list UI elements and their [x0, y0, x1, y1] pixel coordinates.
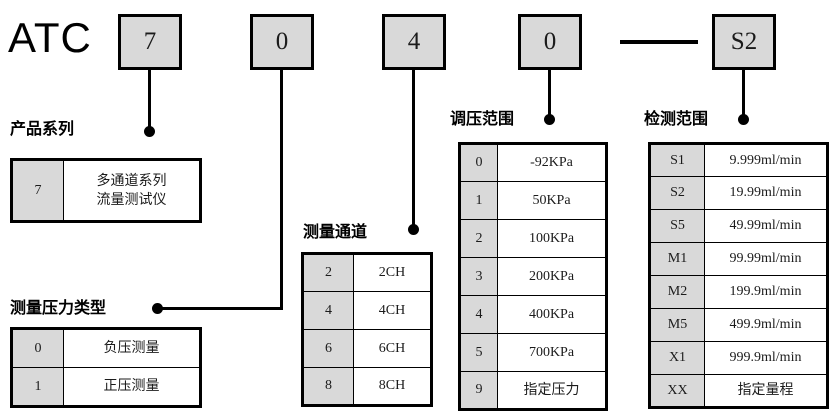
table-row: X1 999.9ml/min — [649, 341, 828, 375]
cell-code: 7 — [11, 159, 64, 222]
table-detection-range: S1 9.999ml/min S2 19.99ml/min S5 49.99ml… — [648, 142, 829, 409]
cell-value-line2: 流量测试仪 — [96, 191, 167, 208]
table-row: 8 8CH — [302, 367, 432, 406]
connector-dot-channel — [408, 224, 419, 235]
label-pressure-type: 测量压力类型 — [10, 298, 107, 317]
label-detection-range: 检测范围 — [644, 109, 709, 128]
cell-value: 正压测量 — [63, 367, 201, 407]
cell-code: 8 — [302, 367, 354, 406]
cell-value: 199.9ml/min — [704, 275, 828, 309]
cell-code: M1 — [649, 242, 705, 276]
cell-code: XX — [649, 374, 705, 408]
cell-value: 49.99ml/min — [704, 209, 828, 243]
cell-code: S1 — [649, 143, 705, 177]
table-row: S5 49.99ml/min — [649, 209, 828, 243]
cell-code: X1 — [649, 341, 705, 375]
separator-dash — [620, 40, 698, 44]
code-box-measure-channel[interactable]: 4 — [382, 14, 446, 70]
table-row: S1 9.999ml/min — [649, 143, 828, 177]
cell-code: 9 — [459, 371, 498, 410]
cell-value: 400KPa — [497, 295, 607, 334]
cell-value: 50KPa — [497, 181, 607, 220]
connector-dot-pressure-range — [544, 114, 555, 125]
cell-code: 4 — [302, 291, 354, 330]
table-pressure-range: 0 -92KPa 1 50KPa 2 100KPa 3 200KPa 4 400… — [458, 142, 608, 411]
table-row: 6 6CH — [302, 329, 432, 368]
table-row: 1 正压测量 — [11, 367, 201, 407]
connector-line-detection-range — [742, 70, 745, 120]
table-measure-channel: 2 2CH 4 4CH 6 6CH 8 8CH — [301, 252, 433, 407]
cell-value: 6CH — [353, 329, 432, 368]
cell-value: 499.9ml/min — [704, 308, 828, 342]
cell-value: -92KPa — [497, 143, 607, 182]
code-box-pressure-type[interactable]: 0 — [250, 14, 314, 70]
cell-code: 4 — [459, 295, 498, 334]
table-row: 4 400KPa — [459, 295, 607, 334]
connector-dot-pressure-type — [152, 303, 163, 314]
cell-code: 0 — [11, 328, 64, 368]
table-row: 1 50KPa — [459, 181, 607, 220]
table-row: S2 19.99ml/min — [649, 176, 828, 210]
table-row: 9 指定压力 — [459, 371, 607, 410]
label-pressure-range: 调压范围 — [450, 109, 515, 128]
cell-value: 9.999ml/min — [704, 143, 828, 177]
cell-value: 指定压力 — [497, 371, 607, 410]
connector-line-series — [148, 70, 151, 132]
cell-value: 700KPa — [497, 333, 607, 372]
cell-value: 99.99ml/min — [704, 242, 828, 276]
code-box-pressure-range[interactable]: 0 — [518, 14, 582, 70]
brand-text: ATC — [8, 14, 92, 61]
label-measure-channel: 测量通道 — [303, 222, 368, 241]
cell-code: M5 — [649, 308, 705, 342]
code-box-detection-range[interactable]: S2 — [712, 14, 776, 70]
cell-value: 19.99ml/min — [704, 176, 828, 210]
cell-value: 999.9ml/min — [704, 341, 828, 375]
table-row: 5 700KPa — [459, 333, 607, 372]
table-pressure-type: 0 负压测量 1 正压测量 — [10, 327, 202, 408]
label-product-series: 产品系列 — [10, 119, 75, 138]
cell-value: 4CH — [353, 291, 432, 330]
cell-code: 0 — [459, 143, 498, 182]
cell-value: 负压测量 — [63, 328, 201, 368]
cell-code: 3 — [459, 257, 498, 296]
table-row: 2 2CH — [302, 253, 432, 292]
cell-code: M2 — [649, 275, 705, 309]
cell-code: S5 — [649, 209, 705, 243]
cell-code: 2 — [302, 253, 354, 292]
connector-dot-detection-range — [738, 114, 749, 125]
cell-value-line1: 多通道系列 — [96, 172, 167, 189]
table-row: M1 99.99ml/min — [649, 242, 828, 276]
table-row: 3 200KPa — [459, 257, 607, 296]
cell-code: 1 — [459, 181, 498, 220]
table-row: M5 499.9ml/min — [649, 308, 828, 342]
cell-value: 指定量程 — [704, 374, 828, 408]
table-row: XX 指定量程 — [649, 374, 828, 408]
table-row: 4 4CH — [302, 291, 432, 330]
connector-line-channel — [412, 70, 415, 230]
cell-value: 8CH — [353, 367, 432, 406]
connector-line-pressure-type-vertical — [280, 70, 283, 310]
connector-line-pressure-type-horizontal — [156, 307, 283, 310]
table-row: M2 199.9ml/min — [649, 275, 828, 309]
cell-value: 2CH — [353, 253, 432, 292]
cell-code: 2 — [459, 219, 498, 258]
cell-value: 多通道系列 流量测试仪 — [63, 159, 201, 222]
table-product-series: 7 多通道系列 流量测试仪 — [10, 158, 202, 223]
connector-line-pressure-range — [548, 70, 551, 120]
table-row: 0 负压测量 — [11, 328, 201, 368]
table-row: 7 多通道系列 流量测试仪 — [11, 159, 201, 222]
cell-code: 1 — [11, 367, 64, 407]
cell-code: 6 — [302, 329, 354, 368]
table-row: 0 -92KPa — [459, 143, 607, 182]
code-box-product-series[interactable]: 7 — [118, 14, 182, 70]
cell-value: 200KPa — [497, 257, 607, 296]
cell-code: 5 — [459, 333, 498, 372]
cell-value: 100KPa — [497, 219, 607, 258]
cell-code: S2 — [649, 176, 705, 210]
table-row: 2 100KPa — [459, 219, 607, 258]
connector-dot-series — [144, 126, 155, 137]
